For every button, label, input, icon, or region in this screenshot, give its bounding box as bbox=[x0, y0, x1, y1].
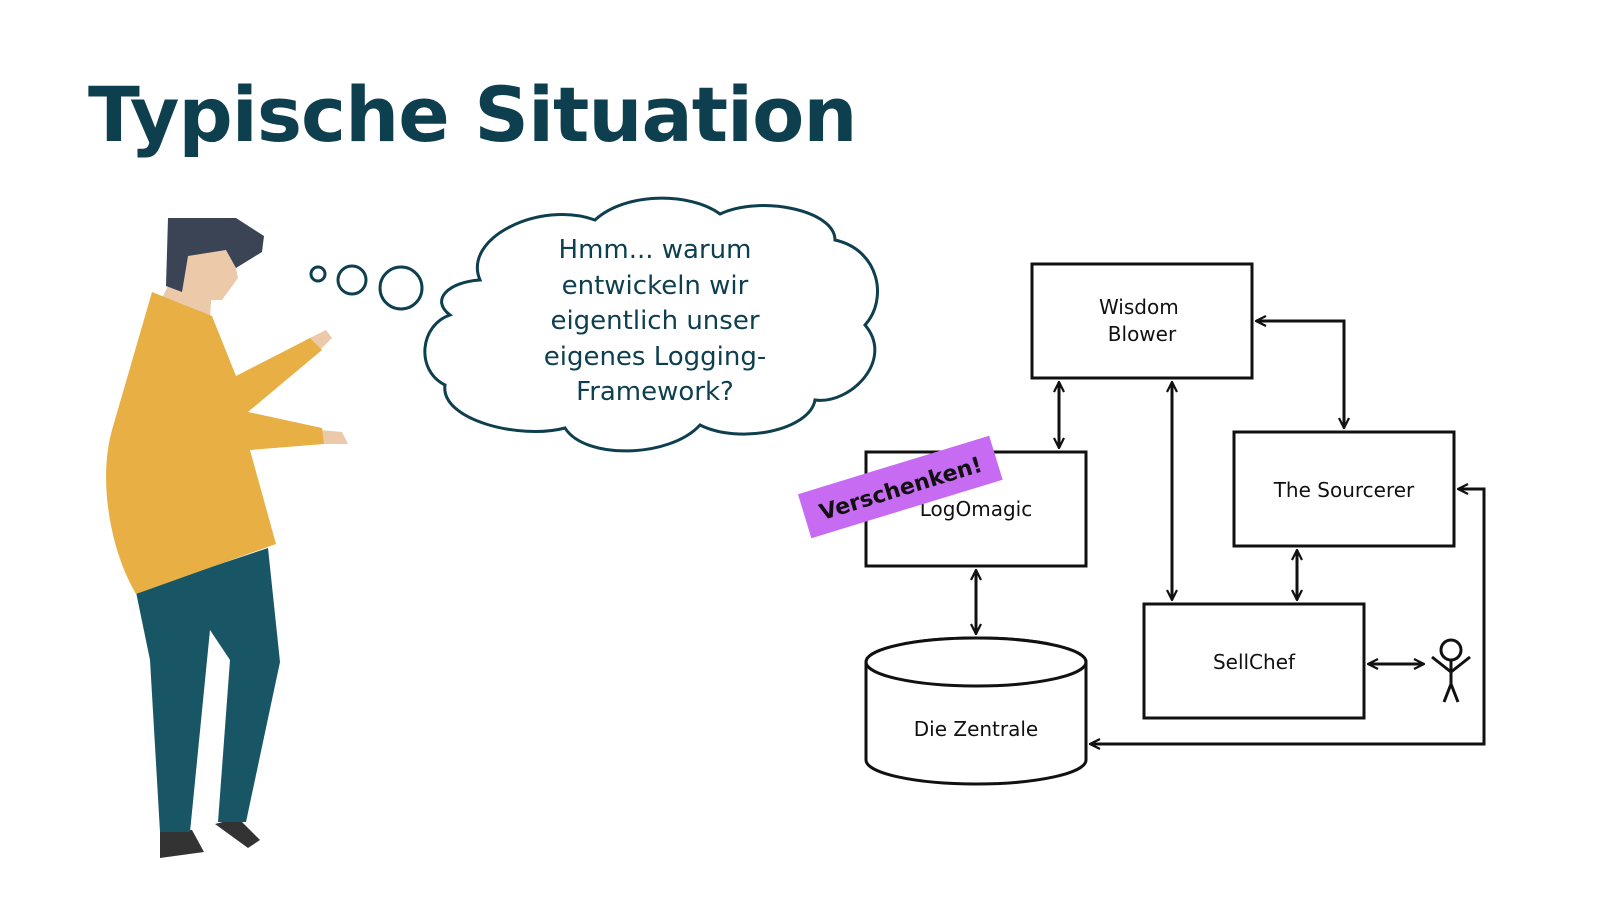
right-shoe bbox=[215, 818, 260, 848]
sellchef-label: SellChef bbox=[1213, 650, 1296, 674]
thought-line: entwickeln wir bbox=[561, 270, 749, 301]
hair bbox=[166, 218, 264, 292]
user-icon bbox=[1431, 638, 1471, 703]
thought-dot-medium bbox=[336, 264, 368, 296]
thought-cloud bbox=[423, 196, 879, 453]
arrow-sourcerer-zentrale bbox=[1090, 489, 1486, 744]
left-shoe bbox=[160, 830, 204, 858]
arrow-wisdom-sourcerer bbox=[1256, 321, 1344, 428]
logomagic-label: LogOmagic bbox=[920, 497, 1032, 521]
thought-text: Hmm... warum entwickeln wir eigentlich u… bbox=[505, 233, 805, 411]
sweater bbox=[106, 292, 324, 594]
the-sourcerer-label: The Sourcerer bbox=[1273, 478, 1415, 502]
thought-line: eigenes Logging- bbox=[543, 341, 767, 372]
die-zentrale-label: Die Zentrale bbox=[914, 717, 1038, 741]
face bbox=[178, 250, 238, 300]
thought-dot-small bbox=[309, 265, 327, 283]
thought-line: Hmm... warum bbox=[558, 235, 752, 265]
thought-line: Framework? bbox=[576, 377, 734, 407]
thought-line: eigentlich unser bbox=[550, 306, 760, 336]
trousers bbox=[136, 548, 280, 832]
wisdom-blower-box bbox=[1030, 262, 1254, 380]
slide-title: Typische Situation bbox=[88, 70, 857, 159]
thought-dot-large bbox=[378, 265, 424, 311]
wisdom-blower-label: Wisdom Blower bbox=[1099, 295, 1185, 346]
die-zentrale-cylinder-top bbox=[864, 636, 1088, 688]
lower-hand bbox=[320, 430, 348, 444]
